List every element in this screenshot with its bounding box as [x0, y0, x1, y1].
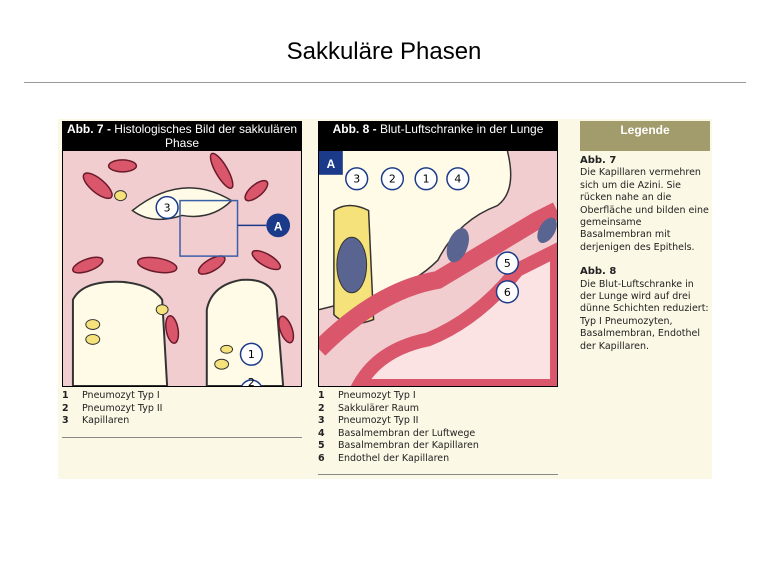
- legend-number: 1: [318, 390, 325, 401]
- marker-3: 3: [164, 201, 171, 214]
- figure-8-legend: 1 Pneumozyt Typ I 2 Sakkulärer Raum 3 Pneum…: [318, 390, 558, 475]
- legend-row: 4 Basalmembran der Luftwege: [318, 428, 558, 441]
- legend-row: 2 Sakkulärer Raum: [318, 403, 558, 416]
- legend-label: Basalmembran der Luftwege: [338, 427, 476, 439]
- slide-title: Sakkuläre Phasen: [286, 38, 482, 65]
- legend-row: 1 Pneumozyt Typ I: [62, 390, 302, 403]
- figure-7-title: Histologisches Bild der sakkulären Phase: [114, 122, 298, 150]
- marker-1: 1: [423, 173, 430, 186]
- barrier-illustration: A 3 2 1 4 5 6: [318, 150, 558, 387]
- legend-row: 6 Endothel der Kapillaren: [318, 453, 558, 466]
- figure-7-badge: A: [274, 219, 283, 233]
- histology-illustration: A 3 1 2: [62, 150, 302, 387]
- legend-number: 2: [318, 402, 325, 414]
- legend-number: 1: [62, 390, 69, 401]
- figure-7-legend: 1 Pneumozyt Typ I 2 Pneumozyt Typ II 3 Kapi…: [62, 390, 302, 438]
- marker-5: 5: [504, 257, 511, 270]
- figure-7-prefix: Abb. 7 -: [66, 122, 115, 136]
- figure-8-prefix: Abb. 8 -: [332, 122, 380, 136]
- legend-abb7-title: Abb. 7: [580, 155, 617, 166]
- figure-8-badge: A: [327, 157, 336, 171]
- legend-label: Kapillaren: [82, 415, 130, 426]
- legend-label: Sakkulärer Raum: [338, 402, 420, 414]
- legend-label: Pneumozyt Typ I: [338, 390, 416, 401]
- legend-row: 3 Kapillaren: [62, 415, 302, 428]
- content-panel: Abb. 7 - Histologisches Bild der sakkulä…: [58, 119, 712, 479]
- figure-8-header: Abb. 8 - Blut-Luftschranke in der Lunge: [318, 121, 558, 150]
- legend-row: 1 Pneumozyt Typ I: [318, 390, 558, 403]
- figure-8: Abb. 8 - Blut-Luftschranke in der Lunge …: [318, 121, 558, 475]
- legend-number: 6: [318, 452, 325, 464]
- marker-3: 3: [353, 173, 360, 186]
- marker-1: 1: [248, 348, 255, 361]
- legend-divider: [318, 474, 558, 475]
- figure-7-header: Abb. 7 - Histologisches Bild der sakkulä…: [62, 121, 302, 150]
- legend-number: 4: [318, 427, 325, 439]
- legend-divider: [62, 436, 302, 438]
- marker-2: 2: [248, 376, 255, 387]
- title-divider: [24, 82, 746, 83]
- legend-row: 2 Pneumozyt Typ II: [62, 403, 302, 416]
- legend-number: 3: [62, 415, 69, 426]
- legend-header: Legende: [580, 121, 710, 151]
- legend-row: 5 Basalmembran der Kapillaren: [318, 440, 558, 453]
- figure-7: Abb. 7 - Histologisches Bild der sakkulä…: [62, 121, 302, 438]
- marker-4: 4: [454, 173, 461, 186]
- legend-number: 2: [62, 402, 69, 414]
- marker-2: 2: [389, 173, 396, 186]
- legend-abb7-text: Die Kapillaren vermehren sich um die Azi…: [580, 167, 709, 253]
- legend-number: 3: [318, 415, 325, 426]
- legend-abb8-text: Die Blut-Luftschranke in der Lunge wird …: [580, 278, 709, 352]
- legend-label: Endothel der Kapillaren: [338, 452, 450, 464]
- legend-label: Pneumozyt Typ II: [82, 402, 163, 414]
- legend-label: Pneumozyt Typ I: [82, 390, 160, 401]
- legend-row: 3 Pneumozyt Typ II: [318, 415, 558, 428]
- legend-abb8-title: Abb. 8: [580, 266, 617, 278]
- legend-label: Pneumozyt Typ II: [338, 415, 419, 426]
- figure-8-title: Blut-Luftschranke in der Lunge: [379, 122, 544, 136]
- legend-number: 5: [318, 440, 325, 451]
- legend-label: Basalmembran der Kapillaren: [338, 440, 479, 451]
- marker-6: 6: [504, 286, 511, 299]
